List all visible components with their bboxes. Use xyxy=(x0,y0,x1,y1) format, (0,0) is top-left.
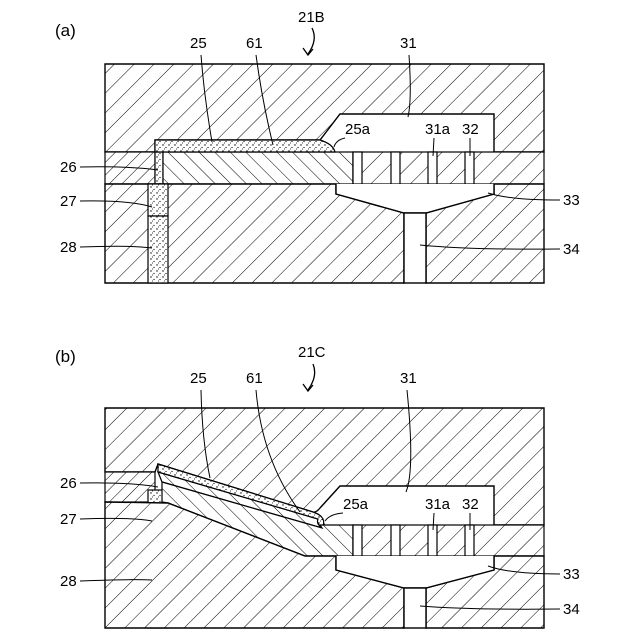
label-25-b: 25 xyxy=(190,370,207,387)
spacer-strip-a xyxy=(155,152,163,184)
panel-b-label: (b) xyxy=(55,347,76,366)
label-26-a: 26 xyxy=(60,159,77,176)
slot-3-a xyxy=(428,152,437,184)
label-61-b: 61 xyxy=(246,370,263,387)
label-31-b: 31 xyxy=(400,370,417,387)
label-32-a: 32 xyxy=(462,121,479,138)
label-26-b: 26 xyxy=(60,475,77,492)
label-32-b: 32 xyxy=(462,496,479,513)
panel-a: (a) 21B 25 61 31 xyxy=(55,9,580,283)
leader-25a-b xyxy=(325,513,343,521)
label-25a-a: 25a xyxy=(345,121,371,138)
label-31-a: 31 xyxy=(400,35,417,52)
right-plate-b xyxy=(353,525,544,556)
label-28-b: 28 xyxy=(60,573,77,590)
plate-25-a xyxy=(163,152,353,184)
assembly-21b-arrow xyxy=(308,28,314,54)
panel-a-label: (a) xyxy=(55,21,76,40)
panel-b: (b) 21C 25 61 31 25a xyxy=(55,344,580,628)
label-34-b: 34 xyxy=(563,601,580,618)
label-31a-a: 31a xyxy=(425,121,451,138)
column-27-a xyxy=(148,184,168,216)
leader-25a-a xyxy=(334,138,345,147)
label-27-b: 27 xyxy=(60,511,77,528)
slot-1-a xyxy=(353,152,362,184)
label-61-a: 61 xyxy=(246,35,263,52)
upper-block-a xyxy=(105,64,544,152)
slot-4-a xyxy=(465,152,474,184)
label-33-b: 33 xyxy=(563,566,580,583)
slot-2-b xyxy=(391,525,400,556)
layer-61-a xyxy=(155,140,335,152)
channel-34-b xyxy=(404,588,426,628)
layer-26-a xyxy=(105,152,155,184)
label-34-a: 34 xyxy=(563,241,580,258)
label-28-a: 28 xyxy=(60,239,77,256)
slot-1-b xyxy=(353,525,362,556)
slot-3-b xyxy=(428,525,437,556)
label-27-a: 27 xyxy=(60,193,77,210)
label-31a-b: 31a xyxy=(425,496,451,513)
assembly-21c-label: 21C xyxy=(298,344,326,361)
column-28-a xyxy=(148,216,168,283)
channel-34-a xyxy=(404,213,426,283)
label-25a-b: 25a xyxy=(343,496,369,513)
label-25-a: 25 xyxy=(190,35,207,52)
right-plate-a xyxy=(353,152,544,184)
assembly-21b-label: 21B xyxy=(298,9,325,26)
slot-2-a xyxy=(391,152,400,184)
label-33-a: 33 xyxy=(563,192,580,209)
